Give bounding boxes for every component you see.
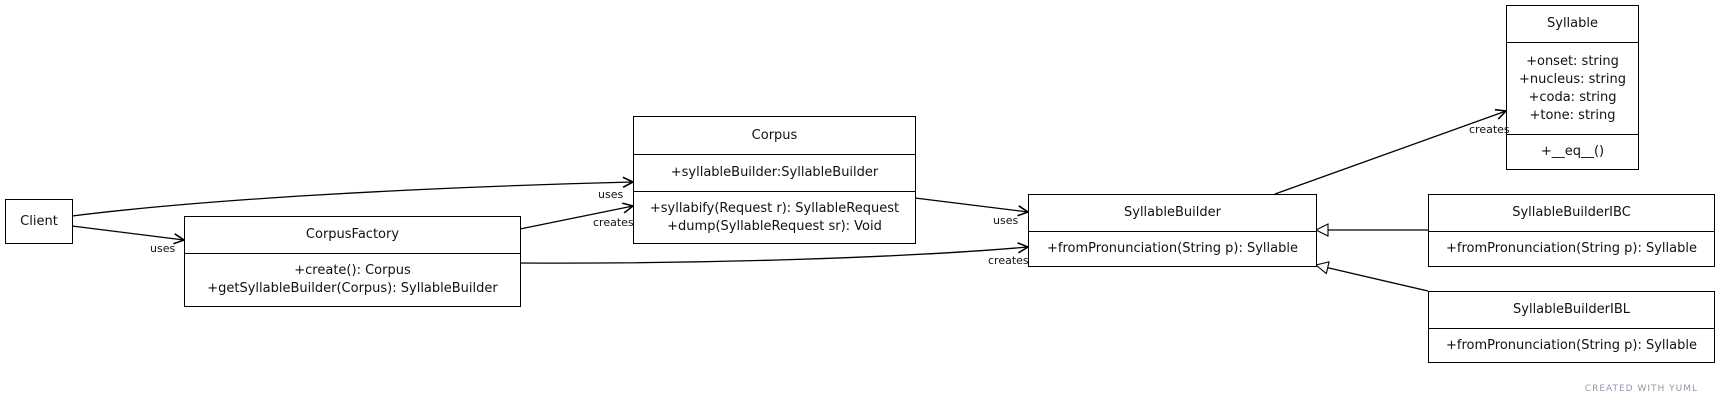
class-syllable-builder[interactable]: SyllableBuilder +fromPronunciation(Strin… [1028,194,1317,267]
class-name: Corpus [751,127,798,143]
edge-label-client-uses-corpus: uses [598,188,624,201]
class-name: Client [20,213,58,229]
class-name: SyllableBuilder [1124,205,1221,220]
class-corpus-factory[interactable]: CorpusFactory +create(): Corpus +getSyll… [184,216,521,307]
class-methods: +fromPronunciation(String p): Syllable [1029,231,1316,266]
edge-label-corpus-uses-builder: uses [993,214,1019,227]
edge-factory-builder [519,247,1028,264]
class-methods: +create(): Corpus +getSyllableBuilder(Co… [185,253,520,306]
edge-ibl-builder [1316,265,1429,292]
class-methods: +__eq__() [1507,134,1638,169]
class-corpus[interactable]: Corpus +syllableBuilder:SyllableBuilder … [633,116,916,244]
class-name: Syllable [1547,16,1598,31]
edge-label-client-uses-factory: uses [150,242,176,255]
edge-corpus-builder [914,197,1028,212]
class-methods: +fromPronunciation(String p): Syllable [1429,328,1714,362]
edge-client-corpus [71,182,633,217]
class-name: SyllableBuilderIBL [1513,302,1630,317]
class-methods: +syllabify(Request r): SyllableRequest +… [634,191,915,243]
edge-factory-corpus [519,206,633,230]
class-methods: +fromPronunciation(String p): Syllable [1429,231,1714,266]
class-name: SyllableBuilderIBC [1512,205,1631,220]
class-syllable-builder-ibc[interactable]: SyllableBuilderIBC +fromPronunciation(St… [1428,194,1715,267]
edge-label-factory-creates-builder: creates [988,254,1029,267]
class-attributes: +onset: string +nucleus: string +coda: s… [1507,42,1638,134]
edge-label-factory-creates-corpus: creates [593,216,634,229]
edge-client-factory [71,225,184,240]
edge-builder-syllable [1274,111,1506,195]
class-syllable[interactable]: Syllable +onset: string +nucleus: string… [1506,5,1639,170]
class-client[interactable]: Client [5,199,73,244]
class-attributes: +syllableBuilder:SyllableBuilder [634,154,915,191]
credit-text: CREATED WITH YUML [1584,384,1698,394]
edge-label-builder-creates-syllable: creates [1469,123,1510,136]
class-name: CorpusFactory [305,227,400,242]
class-syllable-builder-ibl[interactable]: SyllableBuilderIBL +fromPronunciation(St… [1428,291,1715,363]
